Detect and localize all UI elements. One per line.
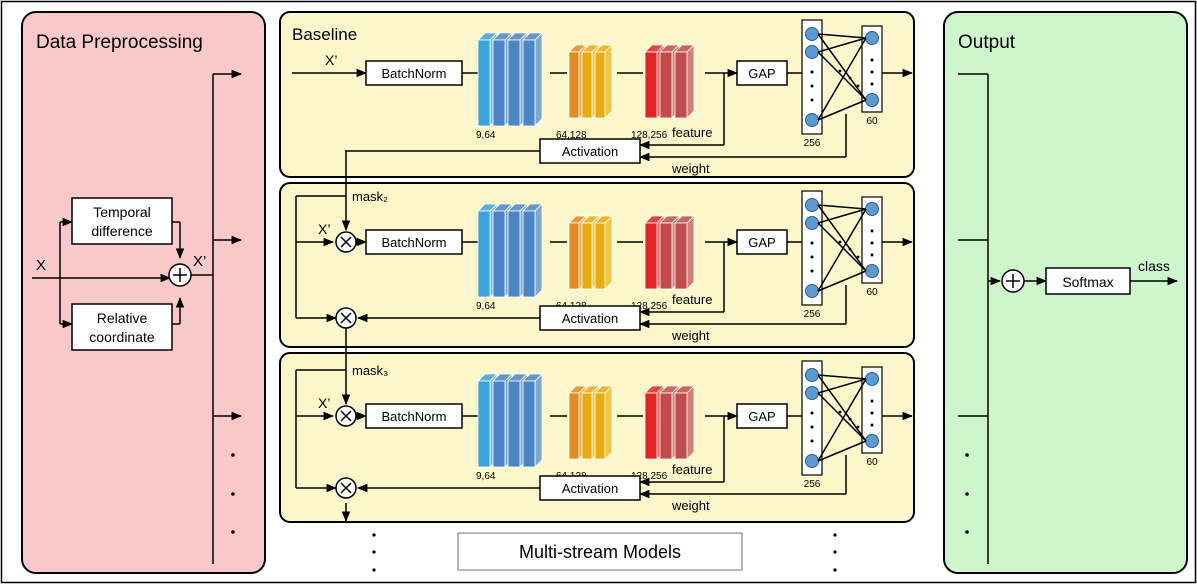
node bbox=[865, 434, 879, 448]
gap-box bbox=[736, 229, 788, 255]
data-preprocessing-title: Data Preprocessing bbox=[36, 32, 203, 53]
mask-multiply-node bbox=[335, 405, 357, 427]
activation-label: Activation bbox=[562, 311, 618, 326]
softmax-box: Softmax bbox=[1045, 267, 1131, 295]
multi-stream-footer: Multi-stream Models bbox=[372, 532, 837, 572]
gap-label: GAP bbox=[748, 409, 775, 424]
multi-stream-label: Multi-stream Models bbox=[519, 542, 681, 562]
stream-panel-2: X’mask₂BatchNorm9,6464,128128,256GAP2566… bbox=[279, 182, 915, 348]
node bbox=[805, 27, 819, 41]
node bbox=[865, 31, 879, 45]
stream-input-label: X’ bbox=[318, 221, 330, 237]
node bbox=[805, 216, 819, 230]
preprocessed-x-label: X’ bbox=[193, 253, 206, 270]
batchnorm-box bbox=[365, 403, 463, 429]
svg-text:coordinate: coordinate bbox=[89, 329, 155, 345]
dim-label-3: 128,256 bbox=[631, 301, 668, 312]
node-column-60 bbox=[861, 366, 883, 454]
node-count-60: 60 bbox=[866, 457, 878, 468]
activation-label: Activation bbox=[562, 144, 618, 159]
output-panel: Output Softmax class bbox=[943, 11, 1188, 574]
batchnorm-label: BatchNorm bbox=[381, 66, 446, 81]
activation-box bbox=[539, 305, 641, 331]
node bbox=[805, 386, 819, 400]
node-count-60: 60 bbox=[866, 116, 878, 127]
input-x-label: X bbox=[36, 257, 46, 274]
sum-node-preprocessing bbox=[168, 263, 192, 287]
node-count-256: 256 bbox=[804, 479, 821, 490]
gap-box bbox=[736, 60, 788, 86]
stream-panel-3: X’mask₃BatchNorm9,6464,128128,256GAP2566… bbox=[279, 352, 915, 523]
temporal-difference-box: Temporal difference bbox=[71, 197, 173, 245]
relative-coordinate-box: Relative coordinate bbox=[71, 303, 173, 351]
svg-text:difference: difference bbox=[91, 223, 152, 239]
sum-node-output bbox=[1001, 269, 1025, 293]
batchnorm-label: BatchNorm bbox=[381, 409, 446, 424]
dim-label-2: 64,128 bbox=[556, 130, 587, 141]
output-title: Output bbox=[958, 32, 1016, 53]
feature-label: feature bbox=[672, 462, 712, 477]
node-count-256: 256 bbox=[804, 309, 821, 320]
stream-title: Baseline bbox=[292, 25, 357, 44]
dim-label-1: 9,64 bbox=[476, 301, 496, 312]
feature-label: feature bbox=[672, 292, 712, 307]
mask-multiply-node bbox=[335, 231, 357, 253]
dim-label-3: 128,256 bbox=[631, 471, 668, 482]
weight-label: weight bbox=[671, 161, 710, 176]
node-column-60 bbox=[861, 25, 883, 113]
node bbox=[865, 264, 879, 278]
node bbox=[805, 198, 819, 212]
node bbox=[805, 368, 819, 382]
output-multiply-node bbox=[335, 477, 357, 499]
node-count-60: 60 bbox=[866, 287, 878, 298]
node-column-60 bbox=[861, 196, 883, 284]
weight-label: weight bbox=[671, 328, 710, 343]
node bbox=[805, 45, 819, 59]
left-ellipsis bbox=[231, 453, 235, 534]
gap-label: GAP bbox=[748, 235, 775, 250]
activation-label: Activation bbox=[562, 481, 618, 496]
gap-label: GAP bbox=[748, 66, 775, 81]
activation-box bbox=[539, 475, 641, 501]
node bbox=[805, 113, 819, 127]
node bbox=[865, 93, 879, 107]
output-multiply-node bbox=[335, 307, 357, 329]
dim-label-1: 9,64 bbox=[476, 130, 496, 141]
dim-label-3: 128,256 bbox=[631, 130, 668, 141]
node bbox=[865, 202, 879, 216]
class-label: class bbox=[1138, 258, 1170, 274]
mask-label: mask₃ bbox=[352, 363, 388, 378]
node bbox=[865, 372, 879, 386]
node-count-256: 256 bbox=[804, 138, 821, 149]
node bbox=[805, 284, 819, 298]
stream-input-label: X’ bbox=[318, 395, 330, 411]
right-ellipsis bbox=[965, 453, 969, 534]
svg-text:Temporal: Temporal bbox=[93, 204, 151, 220]
svg-text:Relative: Relative bbox=[97, 310, 148, 326]
batchnorm-box bbox=[365, 229, 463, 255]
stream-input-label: X’ bbox=[325, 52, 337, 68]
batchnorm-label: BatchNorm bbox=[381, 235, 446, 250]
mask-label: mask₂ bbox=[352, 189, 388, 204]
node bbox=[805, 454, 819, 468]
feature-label: feature bbox=[672, 125, 712, 140]
data-preprocessing-panel: Data Preprocessing X Temporal difference… bbox=[21, 11, 266, 574]
weight-label: weight bbox=[671, 498, 710, 513]
dim-label-1: 9,64 bbox=[476, 471, 496, 482]
svg-text:Softmax: Softmax bbox=[1062, 274, 1113, 290]
